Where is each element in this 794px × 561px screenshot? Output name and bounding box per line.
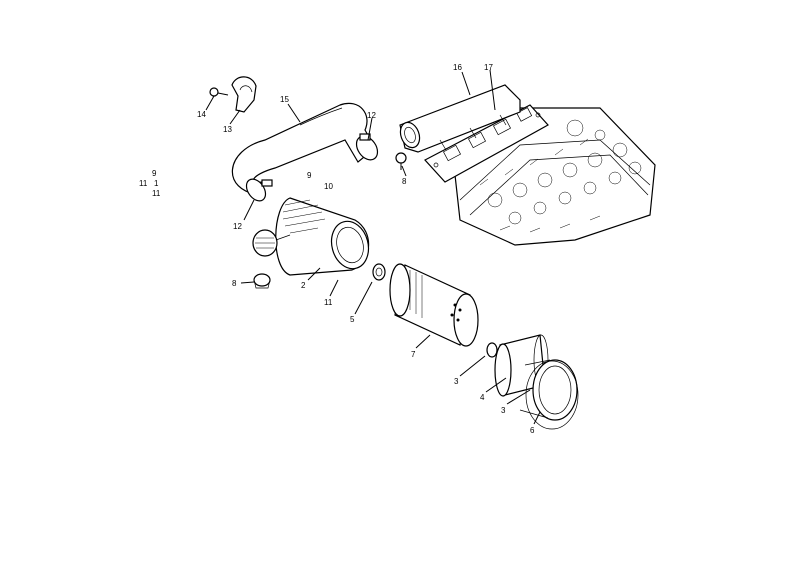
callout-15: 15 bbox=[280, 95, 289, 104]
callout-3-cover: 3 bbox=[501, 406, 506, 415]
mounting-bracket bbox=[231, 76, 257, 113]
callout-5: 5 bbox=[350, 315, 355, 324]
dust-valve bbox=[253, 273, 271, 289]
callout-17: 17 bbox=[484, 63, 493, 72]
callout-8-lower: 8 bbox=[232, 279, 237, 288]
callout-1: 1 bbox=[154, 179, 159, 188]
cover-clamp bbox=[525, 360, 579, 430]
callout-9-side: 9 bbox=[152, 169, 157, 178]
gasket-small bbox=[486, 342, 498, 358]
intake-manifold bbox=[399, 84, 521, 153]
callout-13: 13 bbox=[223, 125, 232, 134]
hose-clamp-upper bbox=[355, 133, 379, 161]
callout-3-gasket: 3 bbox=[454, 377, 459, 386]
callout-labels: 16 17 15 12 14 13 8 12 9 10 8 2 11 5 7 3… bbox=[139, 63, 535, 435]
callout-7: 7 bbox=[411, 350, 416, 359]
callout-4: 4 bbox=[480, 393, 485, 402]
seal-ring bbox=[372, 263, 386, 281]
callout-10: 10 bbox=[324, 182, 333, 191]
callout-16: 16 bbox=[453, 63, 462, 72]
callout-11-side-lower: 11 bbox=[152, 189, 161, 198]
callout-6: 6 bbox=[530, 426, 535, 435]
bracket-bolt bbox=[209, 87, 229, 97]
callout-14: 14 bbox=[197, 110, 206, 119]
callout-8-upper: 8 bbox=[402, 177, 407, 186]
leader-lines bbox=[205, 69, 541, 425]
callout-11-side: 11 bbox=[139, 179, 148, 188]
hose-clamp-lower bbox=[245, 178, 273, 202]
air-filter-housing bbox=[252, 197, 370, 276]
callout-2: 2 bbox=[301, 281, 306, 290]
callout-9-upper: 9 bbox=[307, 171, 312, 180]
callout-11-housing: 11 bbox=[324, 298, 333, 307]
manifold-bolt bbox=[395, 152, 407, 170]
intake-hose bbox=[231, 102, 376, 196]
callout-12-upper: 12 bbox=[367, 111, 376, 120]
filter-cover bbox=[519, 359, 578, 421]
filter-element bbox=[389, 263, 479, 347]
callout-12-lower: 12 bbox=[233, 222, 242, 231]
